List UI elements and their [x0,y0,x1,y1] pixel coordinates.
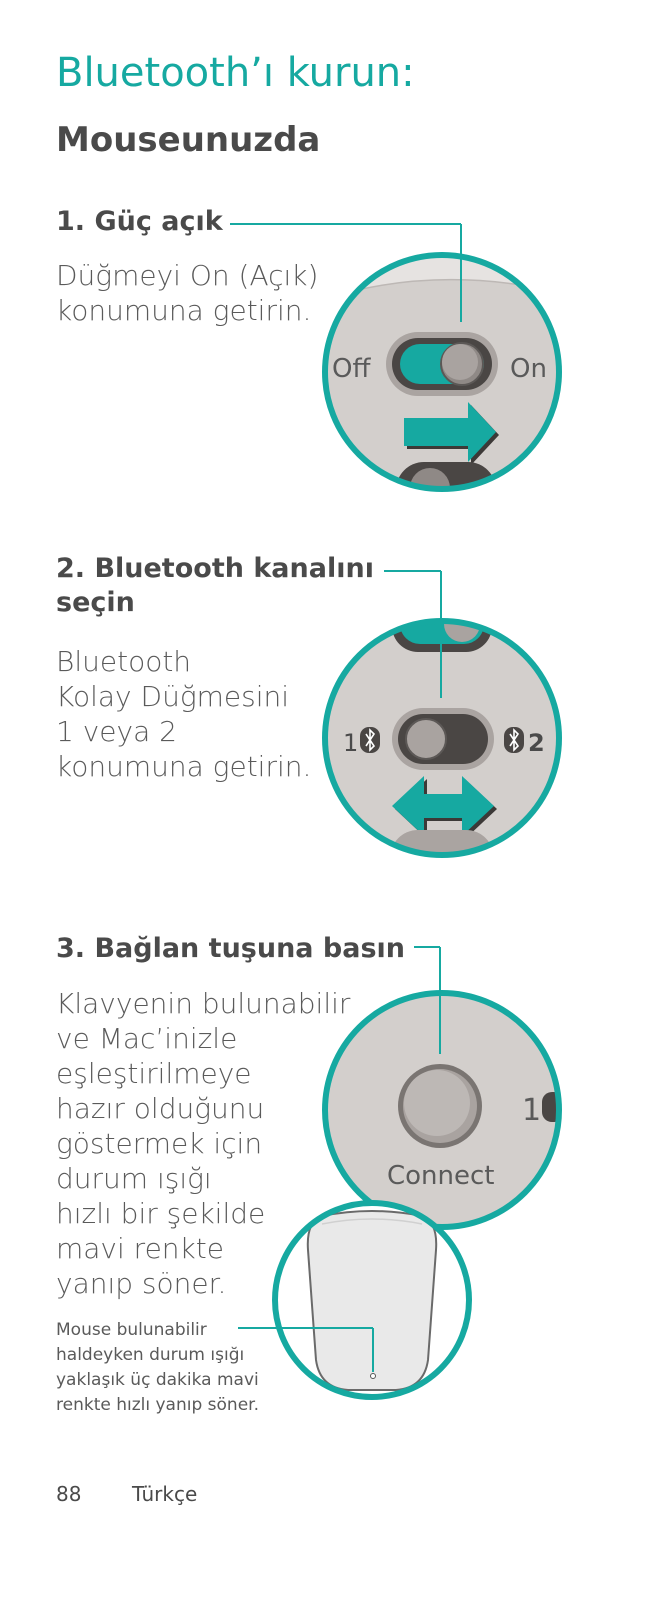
step-3-line: mavi renkte [56,1232,224,1265]
step-2-text: Bluetooth Kolay Düğmesini 1 veya 2 konum… [56,644,311,784]
step-3-line: durum ışığı [56,1162,212,1195]
step-3-line: yanıp söner. [56,1267,227,1300]
footer-language: Türkçe [132,1482,198,1506]
step-1-line: konumuna getirin. [56,294,312,327]
bluetooth-icon [504,727,524,753]
step-3-line: hazır olduğunu [56,1092,265,1125]
channel-2-label: 2 [528,729,545,757]
step-2-line: 1 veya 2 [56,715,177,748]
page-title: Bluetooth’ı kurun: [56,50,415,96]
step-2-line: konumuna getirin. [56,750,312,783]
mouse-illustration [238,1200,472,1400]
step-3-line: ve Mac’inizle [56,1022,238,1055]
step-1-line: Düğmeyi On (Açık) [56,259,319,292]
connect-button-illustration: 1 Connect [322,946,562,1230]
step-2-heading: 2. Bluetooth kanalını seçin [56,552,374,620]
step-2-line: Bluetooth [56,645,192,678]
step-3-heading: 3. Bağlan tuşuna basın [56,933,406,964]
power-switch-illustration: Off On [230,223,562,492]
connect-label: Connect [387,1161,495,1191]
status-light-note: Mouse bulunabilir haldeyken durum ışığı … [56,1318,286,1418]
step-1-heading: 1. Güç açık [56,206,223,237]
page-number: 88 [56,1482,82,1506]
step-3-text: Klavyenin bulunabilir ve Mac’inizle eşle… [56,986,350,1301]
step-2-heading-line: 2. Bluetooth kanalını [56,553,374,584]
note-line: renkte hızlı yanıp söner. [56,1395,259,1415]
note-line: haldeyken durum ışığı [56,1345,245,1365]
bluetooth-icon [360,727,380,753]
note-line: Mouse bulunabilir [56,1320,207,1340]
on-label: On [510,354,547,384]
channel-1-label: 1 [343,729,358,757]
note-line: yaklaşık üç dakika mavi [56,1370,259,1390]
step-3-line: göstermek için [56,1127,263,1160]
step-3-line: hızlı bir şekilde [56,1197,266,1230]
page-subtitle: Mouseunuzda [56,120,321,160]
step-1-text: Düğmeyi On (Açık) konumuna getirin. [56,258,318,328]
step-3-line: eşleştirilmeye [56,1057,252,1090]
off-label: Off [332,354,371,384]
step-2-line: Kolay Düğmesini [56,680,290,713]
channel-switch-illustration: 1 2 [322,570,562,858]
step-2-heading-line: seçin [56,587,135,618]
channel-1-fragment: 1 [522,1093,541,1128]
step-3-line: Klavyenin bulunabilir [56,987,351,1020]
